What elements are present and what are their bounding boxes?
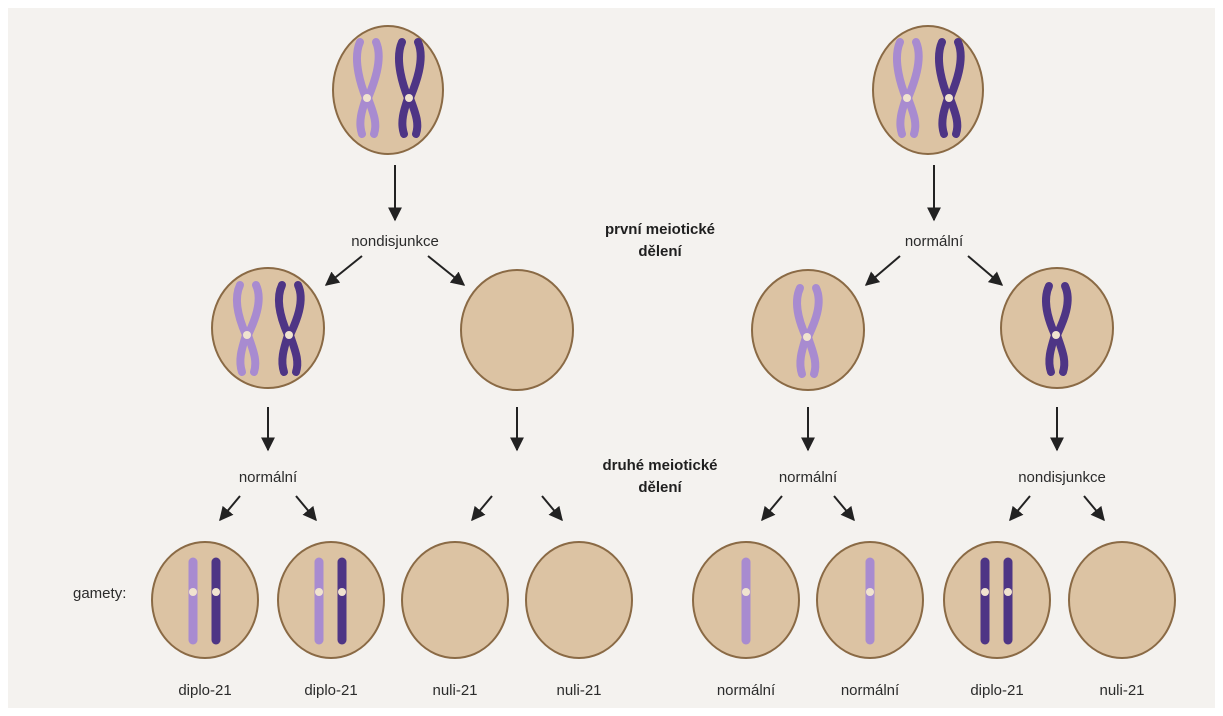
- right-first-division-label: normální: [905, 233, 964, 250]
- left-second-division-label: normální: [239, 469, 298, 486]
- right-parent-cell: [873, 26, 983, 154]
- gamete-outcome-label: diplo-21: [970, 682, 1023, 699]
- gamete-outcome-label: diplo-21: [304, 682, 357, 699]
- second-division-label-line2: dělení: [638, 479, 682, 496]
- gamete-nuli-21: [526, 542, 632, 658]
- first-division-label-line1: první meiotické: [605, 221, 715, 238]
- left-secondary-cell-b-empty: [461, 270, 573, 390]
- right-secondary-cell-a: [752, 270, 864, 390]
- gametes-label: gamety:: [73, 585, 126, 602]
- gamete-outcome-label: nuli-21: [556, 682, 601, 699]
- left-secondary-cell-a: [212, 268, 324, 388]
- gamete-diplo-21: [278, 542, 384, 658]
- gamete-outcome-label: normální: [841, 682, 900, 699]
- gamete-diplo-21: [944, 542, 1050, 658]
- right-secondary-cell-b: [1001, 268, 1113, 388]
- first-division-label-line2: dělení: [638, 243, 682, 260]
- gamete-outcome-label: nuli-21: [432, 682, 477, 699]
- left-parent-cell: [333, 26, 443, 154]
- gamete-normal: [693, 542, 799, 658]
- gamete-outcome-label: diplo-21: [178, 682, 231, 699]
- gamete-outcome-label: normální: [717, 682, 776, 699]
- right-second-division-label-b: nondisjunkce: [1018, 469, 1106, 486]
- gamete-nuli-21: [402, 542, 508, 658]
- right-second-division-label-a: normální: [779, 469, 838, 486]
- left-first-division-label: nondisjunkce: [351, 233, 439, 250]
- gamete-normal: [817, 542, 923, 658]
- second-division-label-line1: druhé meiotické: [602, 457, 717, 474]
- gamete-outcome-label: nuli-21: [1099, 682, 1144, 699]
- gamete-diplo-21: [152, 542, 258, 658]
- gamete-nuli-21: [1069, 542, 1175, 658]
